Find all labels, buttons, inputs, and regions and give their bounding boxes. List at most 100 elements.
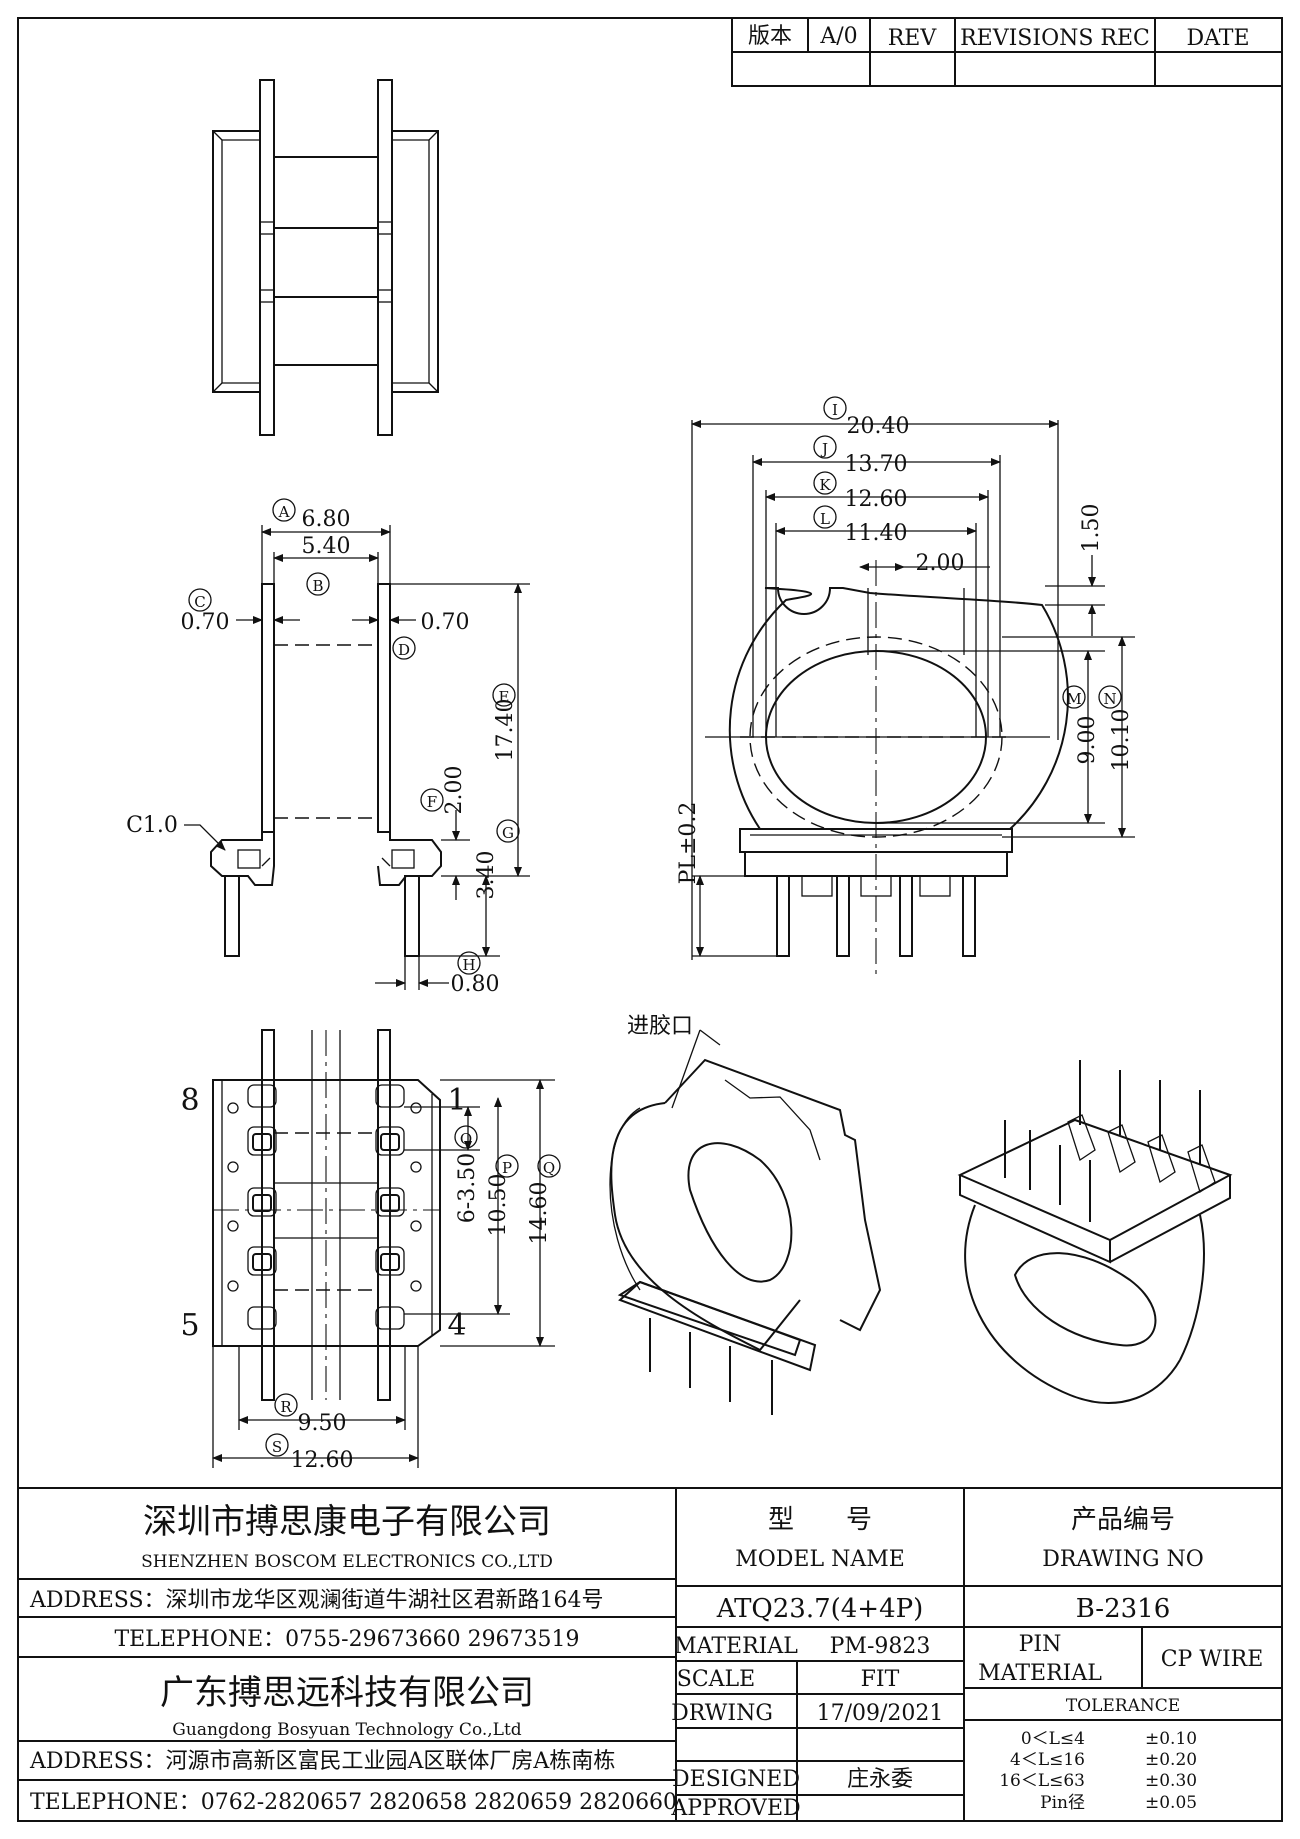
title-block: 深圳市搏思康电子有限公司 SHENZHEN BOSCOM ELECTRONICS… (17, 1487, 1283, 1822)
revision-block: 版本 A/0 REV REVISIONS REC DATE (731, 17, 1283, 87)
dim-letter-B: B (312, 577, 323, 595)
top-view (212, 79, 439, 436)
dim-G-value: 3.40 (474, 851, 499, 900)
telephone-1: TELEPHONE：0755-29673660 29673519 (114, 1627, 579, 1652)
drawing-label: DRWING (671, 1701, 773, 1726)
tolerance-value-3: ±0.30 (1145, 1771, 1197, 1791)
dim-Q-value: 14.60 (527, 1182, 552, 1245)
front-view (705, 560, 1069, 980)
material-label: MATERIAL (674, 1634, 798, 1659)
pin-number-4: 4 (447, 1308, 466, 1343)
dim-N-value: 10.10 (1109, 709, 1134, 772)
version-label: 版本 (748, 24, 792, 49)
dim-S-value: 12.60 (291, 1448, 354, 1473)
dim-letter-K: K (819, 476, 831, 494)
tolerance-value-1: ±0.10 (1145, 1729, 1197, 1749)
dim-PL-value: PL±0.2 (676, 802, 701, 885)
pin-material-value: CP WIRE (1161, 1647, 1264, 1672)
dim-letter-E: E (499, 688, 510, 706)
dim-letter-F: F (427, 793, 437, 811)
dim-C-value: 0.70 (181, 610, 230, 635)
dim-B-value: 5.40 (302, 534, 351, 559)
dim-H-value: 0.80 (451, 972, 500, 997)
address-2: ADDRESS：河源市高新区富民工业园A区联体厂房A栋南栋 (29, 1749, 615, 1774)
side-view (210, 583, 442, 957)
tolerance-label: TOLERANCE (1066, 1696, 1180, 1716)
bottom-view-dimensions: 6-3.50 O 10.50 P 14.60 Q 9.50 R 12.60 S (212, 1079, 561, 1473)
dim-L-value: 11.40 (845, 521, 908, 546)
designed-value: 庄永委 (847, 1767, 913, 1792)
dim-letter-I: I (832, 401, 838, 419)
company-cn: 深圳市搏思康电子有限公司 (143, 1502, 551, 1542)
dim-letter-D: D (398, 641, 410, 659)
tolerance-range-1: 0＜L≤4 (1021, 1729, 1085, 1749)
company2-cn: 广东搏思远科技有限公司 (160, 1673, 534, 1713)
dim-letter-G: G (502, 824, 514, 842)
dim-letter-M: M (1066, 690, 1081, 708)
gate-label: 进胶口 (627, 1014, 693, 1039)
side-view-dimensions: 6.80 A 5.40 B C 0.70 0.70 D 17.40 E 2.00… (126, 498, 530, 997)
dim-C1-value: C1.0 (126, 813, 178, 838)
date-label: DATE (1186, 26, 1249, 51)
pin-number-1: 1 (447, 1083, 466, 1118)
address-1: ADDRESS：深圳市龙华区观澜街道牛湖社区君新路164号 (29, 1588, 604, 1613)
tolerance-value-2: ±0.20 (1145, 1750, 1197, 1770)
model-name-value: ATQ23.7(4+4P) (716, 1594, 924, 1624)
dim-slot-value: 2.00 (916, 551, 965, 576)
drawing-no-value: B-2316 (1076, 1594, 1171, 1624)
front-view-dimensions: 20.40 I 13.70 J 12.60 K 11.40 L 2.00 1.5… (676, 396, 1135, 960)
dim-letter-P: P (502, 1159, 512, 1177)
dim-P-value: 10.50 (486, 1174, 511, 1237)
tolerance-range-4: Pin径 (1040, 1793, 1085, 1813)
tolerance-range-3: 16＜L≤63 (999, 1771, 1085, 1791)
drawing-no-cn: 产品编号 (1071, 1505, 1175, 1535)
material-value: PM-9823 (830, 1634, 931, 1659)
company-en: SHENZHEN BOSCOM ELECTRONICS CO.,LTD (141, 1552, 553, 1572)
drawing-date: 17/09/2021 (817, 1701, 944, 1726)
telephone-2: TELEPHONE：0762-2820657 2820658 2820659 2… (30, 1790, 677, 1815)
dim-letter-O: O (460, 1130, 472, 1148)
rev-label: REV (888, 26, 938, 51)
tolerance-range-2: 4＜L≤16 (1010, 1750, 1085, 1770)
dim-top-gap-value: 1.50 (1079, 504, 1104, 553)
approved-label: APPROVED (670, 1796, 800, 1821)
revisions-label: REVISIONS REC (960, 26, 1150, 51)
pin-number-5: 5 (180, 1308, 199, 1343)
pin-material-label-2: MATERIAL (978, 1661, 1102, 1686)
model-name-cn: 型 号 (768, 1505, 872, 1535)
isometric-view-back (957, 1060, 1233, 1404)
dim-letter-J: J (820, 440, 828, 458)
dim-K-value: 12.60 (845, 487, 908, 512)
pin-material-label-1: PIN (1019, 1632, 1062, 1657)
model-name-en: MODEL NAME (735, 1547, 905, 1572)
dim-J-value: 13.70 (845, 452, 908, 477)
dim-M-value: 9.00 (1075, 716, 1100, 765)
dim-O-value: 6-3.50 (455, 1153, 480, 1223)
company2-en: Guangdong Bosyuan Technology Co.,Ltd (172, 1720, 522, 1740)
dim-letter-H: H (462, 956, 475, 974)
dim-letter-N: N (1103, 690, 1116, 708)
dim-letter-S: S (272, 1438, 282, 1456)
dim-letter-R: R (280, 1398, 292, 1416)
designed-label: DESIGNED (672, 1767, 800, 1792)
version-value: A/0 (819, 24, 857, 49)
isometric-view-front: 进胶口 (609, 1014, 882, 1415)
bottom-view: 8 1 5 4 (180, 1029, 467, 1401)
dim-R-value: 9.50 (298, 1411, 347, 1436)
drawing-no-en: DRAWING NO (1042, 1547, 1204, 1572)
scale-label: SCALE (677, 1667, 755, 1692)
dim-F-value: 2.00 (442, 766, 467, 815)
dim-letter-A: A (278, 503, 290, 521)
dim-I-value: 20.40 (847, 414, 910, 439)
pin-number-8: 8 (180, 1083, 199, 1118)
dim-D-value: 0.70 (421, 610, 470, 635)
dim-letter-C: C (194, 593, 205, 611)
dim-A-value: 6.80 (302, 507, 351, 532)
dim-E-value: 17.40 (493, 699, 518, 762)
scale-value: FIT (861, 1667, 900, 1692)
dim-letter-L: L (820, 510, 830, 528)
dim-letter-Q: Q (543, 1159, 555, 1177)
tolerance-value-4: ±0.05 (1145, 1793, 1197, 1813)
